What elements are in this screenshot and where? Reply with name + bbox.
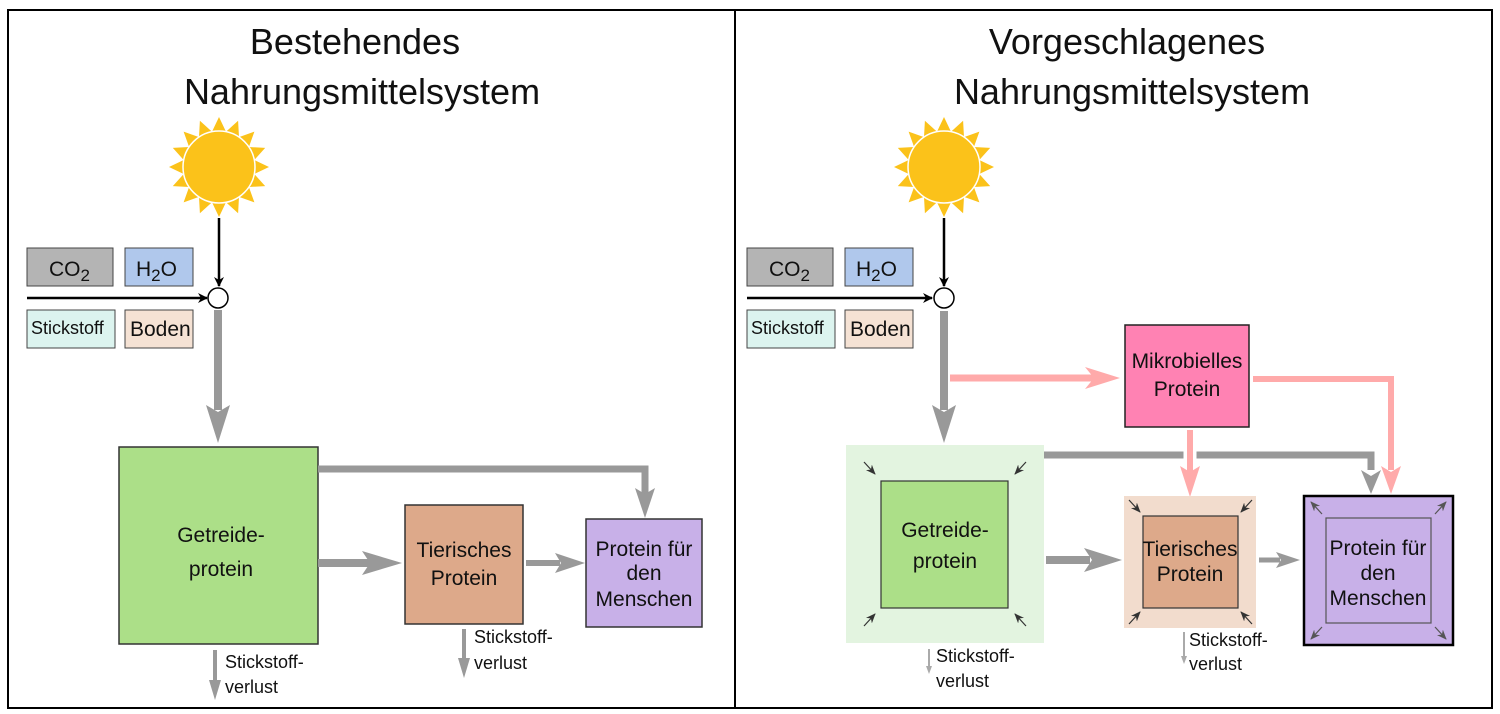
human-label-1: Protein für [596, 538, 693, 561]
inward-arrow-icon [1128, 611, 1141, 625]
human-protein-box [1325, 517, 1432, 624]
nitrogen-loss-grain-2: verlust [936, 671, 989, 691]
nitrogen-loss-grain-2: verlust [225, 677, 278, 697]
grain-label-2: protein [913, 550, 977, 573]
inward-arrow-icon [1014, 613, 1027, 627]
nitrogen-loss-animal-arrow-head [1181, 656, 1187, 664]
flow-microbial-to-animal-head [1180, 466, 1200, 497]
sun-icon [894, 117, 994, 217]
nitrogen-loss-animal-arrow-head [458, 658, 470, 678]
nitrogen-loss-animal-2: verlust [1189, 654, 1242, 674]
nitrogen-loss-grain-1: Stickstoff- [936, 646, 1015, 666]
inward-arrow-icon [1240, 499, 1253, 513]
flow-grain-to-human-head [635, 488, 655, 518]
inward-arrow-icon [1014, 461, 1027, 475]
animal-label-1: Tierisches [1143, 538, 1238, 561]
junction-node [207, 287, 229, 309]
animal-label-2: Protein [1157, 563, 1224, 586]
outward-arrow-icon [1434, 501, 1447, 515]
nitrogen-loss-grain-arrow-head [926, 666, 932, 674]
outward-arrow-icon [1434, 626, 1447, 640]
animal-protein-box [404, 504, 524, 625]
outward-arrow-icon [1310, 501, 1323, 515]
human-protein-box [585, 518, 703, 628]
co2-label: CO2 [769, 258, 810, 285]
co2-box [26, 247, 114, 287]
nitrogen-loss-grain-1: Stickstoff- [225, 652, 304, 672]
outer-frame [7, 9, 1493, 709]
left-title-line1: Bestehendes [250, 21, 460, 62]
left-title-line2: Nahrungsmittelsystem [184, 71, 540, 112]
grain-protein-box [118, 446, 319, 645]
flow-microbial-to-human [1253, 376, 1394, 470]
co2-label: CO2 [49, 258, 90, 285]
grain-label-2: protein [189, 558, 253, 581]
outward-arrow-icon [1310, 626, 1323, 640]
flow-grain-to-human [318, 465, 649, 495]
right-panel: Vorgeschlagenes Nahrungsmittelsystem CO2… [746, 21, 1455, 691]
h2o-box [124, 247, 194, 287]
flow-to-microbial-head [1085, 367, 1120, 389]
nitrogen-loss-animal-2: verlust [474, 653, 527, 673]
microbial-protein-box [1124, 324, 1250, 428]
inward-arrow-icon [863, 461, 876, 475]
inward-arrow-icon [863, 613, 876, 627]
nitrogen-box [746, 309, 836, 349]
human-label-3: Menschen [596, 588, 693, 611]
soil-box [844, 309, 914, 349]
soil-label: Boden [130, 318, 191, 341]
nitrogen-label: Stickstoff [751, 318, 825, 338]
sun-disc [182, 130, 256, 204]
sun-disc [907, 130, 981, 204]
flow-animal-to-human-head [1276, 552, 1300, 568]
h2o-label: H2O [136, 258, 177, 285]
flow-animal-to-human-head [555, 553, 585, 573]
co2-box [746, 247, 834, 287]
flow-microbial-to-human-head [1381, 466, 1401, 494]
inward-arrow-icon [1128, 499, 1141, 513]
human-label-2: den [626, 562, 661, 585]
sun-icon [169, 117, 269, 217]
animal-protein-box [1142, 515, 1239, 609]
animal-label-2: Protein [431, 567, 498, 590]
h2o-label: H2O [856, 258, 897, 285]
left-panel: Bestehendes Nahrungsmittelsystem CO2 H2O… [26, 21, 703, 700]
flow-grain-to-human [1044, 451, 1375, 470]
human-label-1: Protein für [1330, 537, 1427, 560]
flow-to-grain-head [206, 405, 230, 443]
human-protein-outer-box [1302, 494, 1455, 647]
right-title-line1: Vorgeschlagenes [989, 21, 1265, 62]
nitrogen-box [26, 309, 116, 349]
soil-box [124, 309, 194, 349]
grain-label-1: Getreide- [901, 519, 989, 542]
human-label-3: Menschen [1330, 587, 1427, 610]
soil-label: Boden [850, 318, 911, 341]
microbial-label-2: Protein [1154, 378, 1221, 401]
right-title-line2: Nahrungsmittelsystem [954, 71, 1310, 112]
inward-arrow-icon [1240, 611, 1253, 625]
microbial-label-1: Mikrobielles [1132, 350, 1243, 373]
flow-grain-to-animal-head [362, 551, 402, 575]
flow-grain-to-human-head [1361, 470, 1381, 494]
flow-to-grain-head [932, 405, 956, 443]
nitrogen-loss-animal-1: Stickstoff- [1189, 630, 1268, 650]
nitrogen-loss-animal-1: Stickstoff- [474, 627, 553, 647]
flow-grain-to-animal-head [1084, 548, 1122, 572]
animal-label-1: Tierisches [417, 539, 512, 562]
nitrogen-label: Stickstoff [31, 318, 105, 338]
grain-label-1: Getreide- [177, 524, 265, 547]
human-label-2: den [1360, 562, 1395, 585]
grain-protein-box [880, 480, 1009, 609]
junction-node [933, 287, 955, 309]
nitrogen-loss-grain-arrow-head [209, 680, 221, 700]
h2o-box [844, 247, 914, 287]
